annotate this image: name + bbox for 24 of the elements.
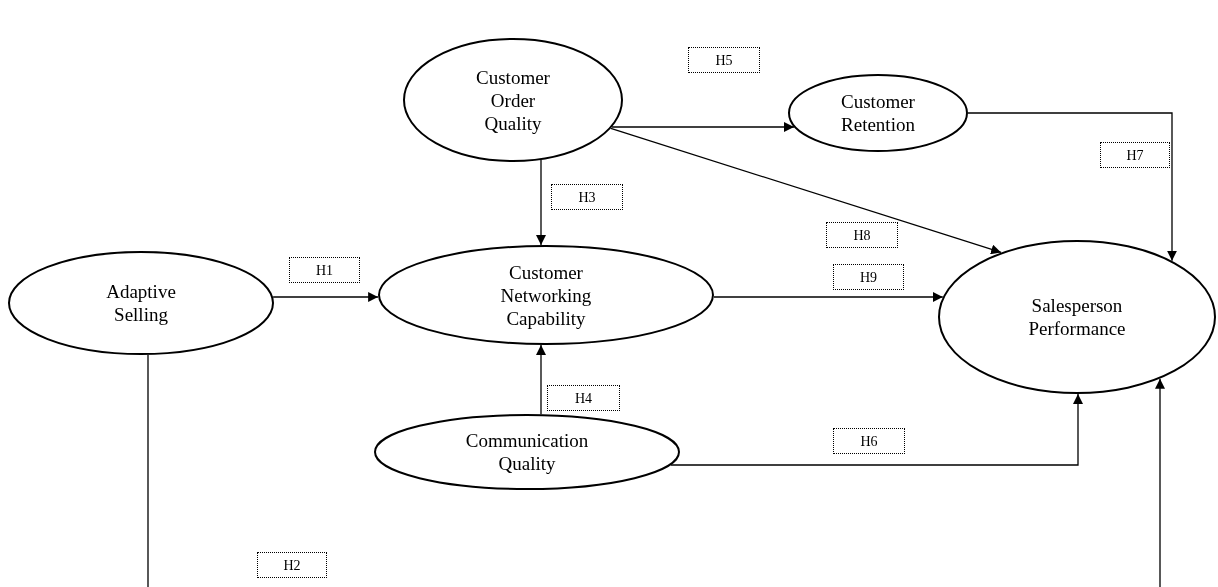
node-label: Customer Networking Capability: [499, 260, 593, 330]
edge-label: H5: [688, 47, 760, 73]
arrow: [610, 127, 1002, 255]
edge-label: H9: [833, 264, 904, 290]
edge-label: H6: [833, 428, 905, 454]
arrow: [272, 292, 379, 302]
node-label: Customer Order Quality: [475, 65, 551, 135]
edge-label: H1: [289, 257, 360, 283]
edge-label: H3: [551, 184, 623, 210]
arrow: [536, 344, 546, 415]
edge-label: H7: [1100, 142, 1170, 168]
node-label: Customer Retention: [840, 90, 916, 136]
edge-label: H8: [826, 222, 898, 248]
arrow: [713, 292, 944, 302]
node-label: Communication Quality: [464, 429, 590, 475]
arrow: [147, 354, 1165, 587]
edge-label: H4: [547, 385, 620, 411]
node-label: Salesperson Performance: [1027, 294, 1127, 340]
node-label: Adaptive Selling: [105, 280, 177, 326]
arrow: [967, 112, 1177, 262]
edge-label: H2: [257, 552, 327, 578]
arrow: [611, 122, 795, 132]
arrow: [670, 393, 1083, 466]
arrow: [536, 159, 546, 246]
